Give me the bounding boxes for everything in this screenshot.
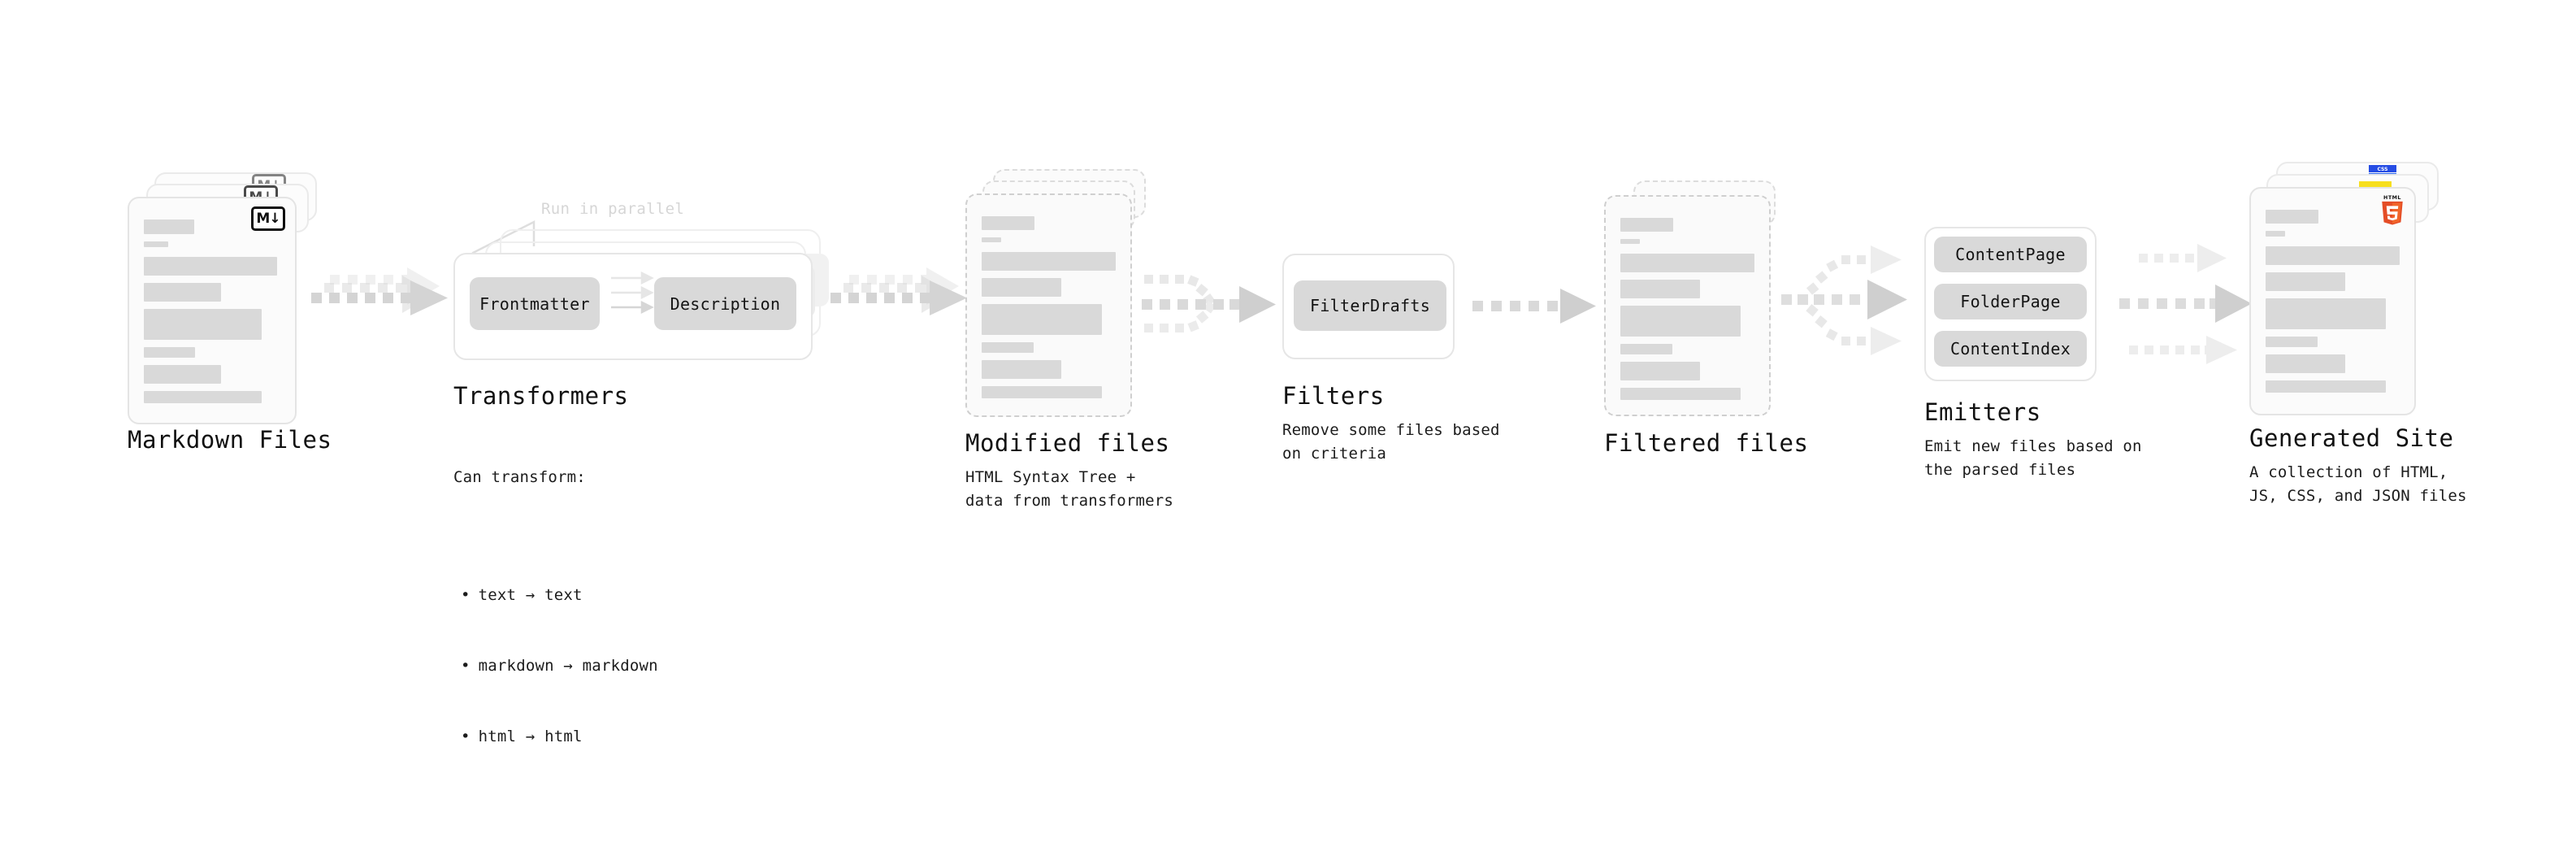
skeleton-bar bbox=[1620, 344, 1672, 354]
svg-text:CSS: CSS bbox=[2378, 167, 2388, 172]
skeleton-bar bbox=[982, 252, 1116, 271]
html5-icon: HTML bbox=[2382, 195, 2403, 225]
skeleton-bar bbox=[1620, 218, 1673, 232]
stage-title-filtered-files: Filtered files bbox=[1604, 429, 1809, 457]
filtered-card-front bbox=[1604, 195, 1771, 416]
transformers-bullet: markdown → markdown bbox=[453, 654, 658, 678]
stage-subtitle-filters: Remove some files based on criteria bbox=[1282, 421, 1500, 463]
emitter-node-label: ContentIndex bbox=[1949, 339, 2071, 358]
markdown-card-skeleton bbox=[144, 219, 280, 411]
arrow-filters-to-filtered bbox=[1472, 289, 1602, 335]
transformers-inner-arrows bbox=[611, 271, 654, 315]
emitter-node-contentindex[interactable]: ContentIndex bbox=[1934, 331, 2087, 367]
skeleton-bar bbox=[982, 360, 1061, 379]
pipeline-diagram: M↓ M↓ M↓ Markdown Files bbox=[0, 0, 2576, 681]
skeleton-bar bbox=[2266, 246, 2400, 265]
modified-card-skeleton bbox=[982, 216, 1116, 406]
skeleton-bar bbox=[144, 283, 221, 302]
modified-card-front bbox=[965, 193, 1132, 417]
transformers-subtitle-text: Can transform: bbox=[453, 468, 586, 486]
emitter-node-contentpage[interactable]: ContentPage bbox=[1934, 237, 2087, 272]
skeleton-bar bbox=[2266, 354, 2345, 373]
stage-title-modified-files: Modified files bbox=[965, 429, 1170, 457]
skeleton-bar bbox=[2266, 380, 2386, 393]
site-card-skeleton bbox=[2266, 210, 2400, 400]
run-in-parallel-label: Run in parallel bbox=[541, 200, 685, 218]
transformer-node-label: Description bbox=[670, 293, 781, 314]
arrow-filtered-to-emitters bbox=[1781, 234, 1928, 376]
filter-node-filterdrafts[interactable]: FilterDrafts bbox=[1294, 280, 1446, 331]
arrow-markdown-to-transformers bbox=[311, 267, 458, 348]
emitter-node-label: ContentPage bbox=[1955, 245, 2066, 264]
skeleton-bar bbox=[982, 237, 1001, 242]
skeleton-bar bbox=[2266, 272, 2345, 291]
transformer-node-description[interactable]: Description bbox=[654, 277, 796, 330]
skeleton-bar bbox=[144, 391, 262, 403]
skeleton-bar bbox=[1620, 254, 1754, 272]
transformers-bullet: text → text bbox=[453, 584, 658, 607]
site-card-front: HTML bbox=[2249, 187, 2416, 415]
skeleton-bar bbox=[144, 309, 262, 340]
skeleton-bar bbox=[982, 278, 1061, 297]
skeleton-bar bbox=[2266, 231, 2285, 237]
skeleton-bar bbox=[982, 386, 1102, 398]
skeleton-bar bbox=[144, 365, 221, 384]
stage-title-emitters: Emitters bbox=[1924, 398, 2041, 426]
stage-subtitle-transformers: Can transform: text → text markdown → ma… bbox=[453, 419, 658, 843]
transformers-bullets: text → text markdown → markdown html → h… bbox=[453, 537, 658, 796]
skeleton-bar bbox=[1620, 280, 1700, 298]
stage-title-filters: Filters bbox=[1282, 382, 1385, 410]
arrow-emitters-to-site bbox=[2111, 232, 2257, 378]
skeleton-bar bbox=[1620, 306, 1741, 337]
skeleton-bar bbox=[2266, 337, 2318, 347]
markdown-icon: M↓ bbox=[251, 206, 285, 231]
skeleton-bar bbox=[144, 219, 194, 234]
transformers-bullet: html → html bbox=[453, 725, 658, 749]
stage-title-markdown-files: Markdown Files bbox=[128, 426, 332, 454]
skeleton-bar bbox=[982, 216, 1034, 230]
stage-subtitle-generated-site: A collection of HTML, JS, CSS, and JSON … bbox=[2249, 463, 2467, 505]
svg-text:HTML: HTML bbox=[2383, 195, 2401, 201]
skeleton-bar bbox=[144, 241, 168, 247]
skeleton-bar bbox=[144, 347, 195, 358]
skeleton-bar bbox=[1620, 388, 1741, 400]
arrow-transformers-to-modified bbox=[830, 267, 977, 348]
filtered-card-skeleton bbox=[1620, 218, 1754, 407]
skeleton-bar bbox=[1620, 239, 1640, 244]
filter-node-label: FilterDrafts bbox=[1309, 296, 1431, 315]
stage-title-transformers: Transformers bbox=[453, 382, 629, 410]
skeleton-bar bbox=[144, 257, 277, 276]
transformer-node-frontmatter[interactable]: Frontmatter bbox=[470, 277, 600, 330]
skeleton-bar bbox=[2266, 298, 2386, 329]
emitter-node-label: FolderPage bbox=[1960, 292, 2061, 311]
skeleton-bar bbox=[982, 304, 1102, 335]
skeleton-bar bbox=[1620, 362, 1700, 380]
markdown-card-front: M↓ bbox=[128, 197, 297, 424]
transformer-node-label: Frontmatter bbox=[479, 293, 590, 314]
stage-title-generated-site: Generated Site bbox=[2249, 424, 2454, 452]
arrow-modified-to-filters bbox=[1142, 268, 1296, 362]
skeleton-bar bbox=[982, 342, 1034, 353]
skeleton-bar bbox=[2266, 210, 2318, 224]
emitter-node-folderpage[interactable]: FolderPage bbox=[1934, 284, 2087, 319]
stage-subtitle-emitters: Emit new files based on the parsed files bbox=[1924, 437, 2142, 479]
stage-subtitle-modified-files: HTML Syntax Tree + data from transformer… bbox=[965, 468, 1174, 510]
